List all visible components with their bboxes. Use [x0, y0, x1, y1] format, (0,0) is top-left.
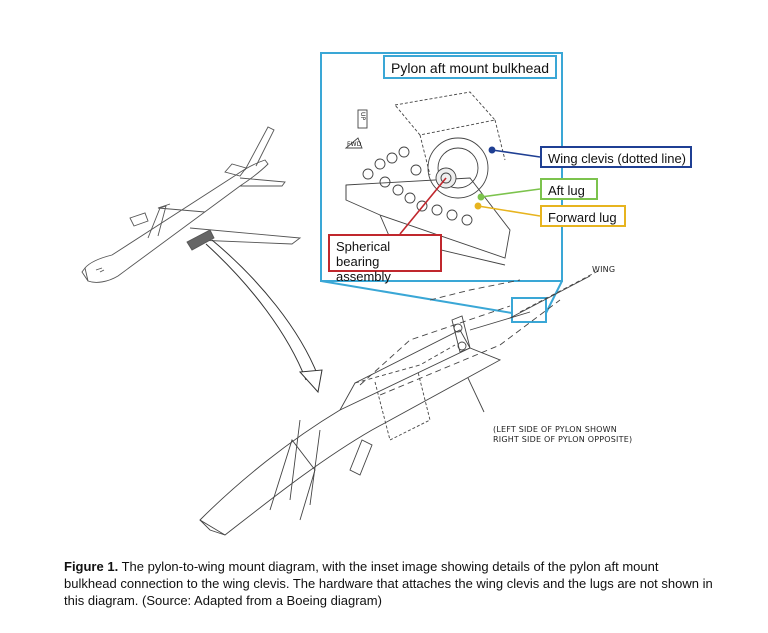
- up-marker: UP: [359, 112, 366, 121]
- pylon-note-line1: (LEFT SIDE OF PYLON SHOWN: [493, 425, 617, 434]
- callout-forward-lug: Forward lug: [540, 205, 626, 227]
- callout-aft-lug: Aft lug: [540, 178, 598, 200]
- caption-label: Figure 1.: [64, 559, 119, 574]
- callout-spherical-bearing: Spherical bearing assembly: [328, 234, 442, 284]
- bulkhead-drawing: [344, 91, 511, 266]
- fwd-marker: FWD: [347, 141, 362, 148]
- callout-leaders: [399, 149, 541, 235]
- wing-label: WING: [592, 265, 616, 274]
- caption-text: The pylon-to-wing mount diagram, with th…: [64, 559, 713, 608]
- callout-spherical-bearing-line2: assembly: [336, 269, 391, 284]
- figure-caption: Figure 1. The pylon-to-wing mount diagra…: [64, 558, 714, 609]
- callout-spherical-bearing-line1: Spherical bearing: [336, 239, 391, 269]
- pointer-arrow: [205, 239, 323, 394]
- callout-wing-clevis: Wing clevis (dotted line): [540, 146, 692, 168]
- inset-title: Pylon aft mount bulkhead: [383, 55, 557, 79]
- pylon-illustration: [199, 269, 601, 536]
- airplane-illustration: [81, 126, 302, 283]
- pylon-note-line2: RIGHT SIDE OF PYLON OPPOSITE): [493, 435, 633, 444]
